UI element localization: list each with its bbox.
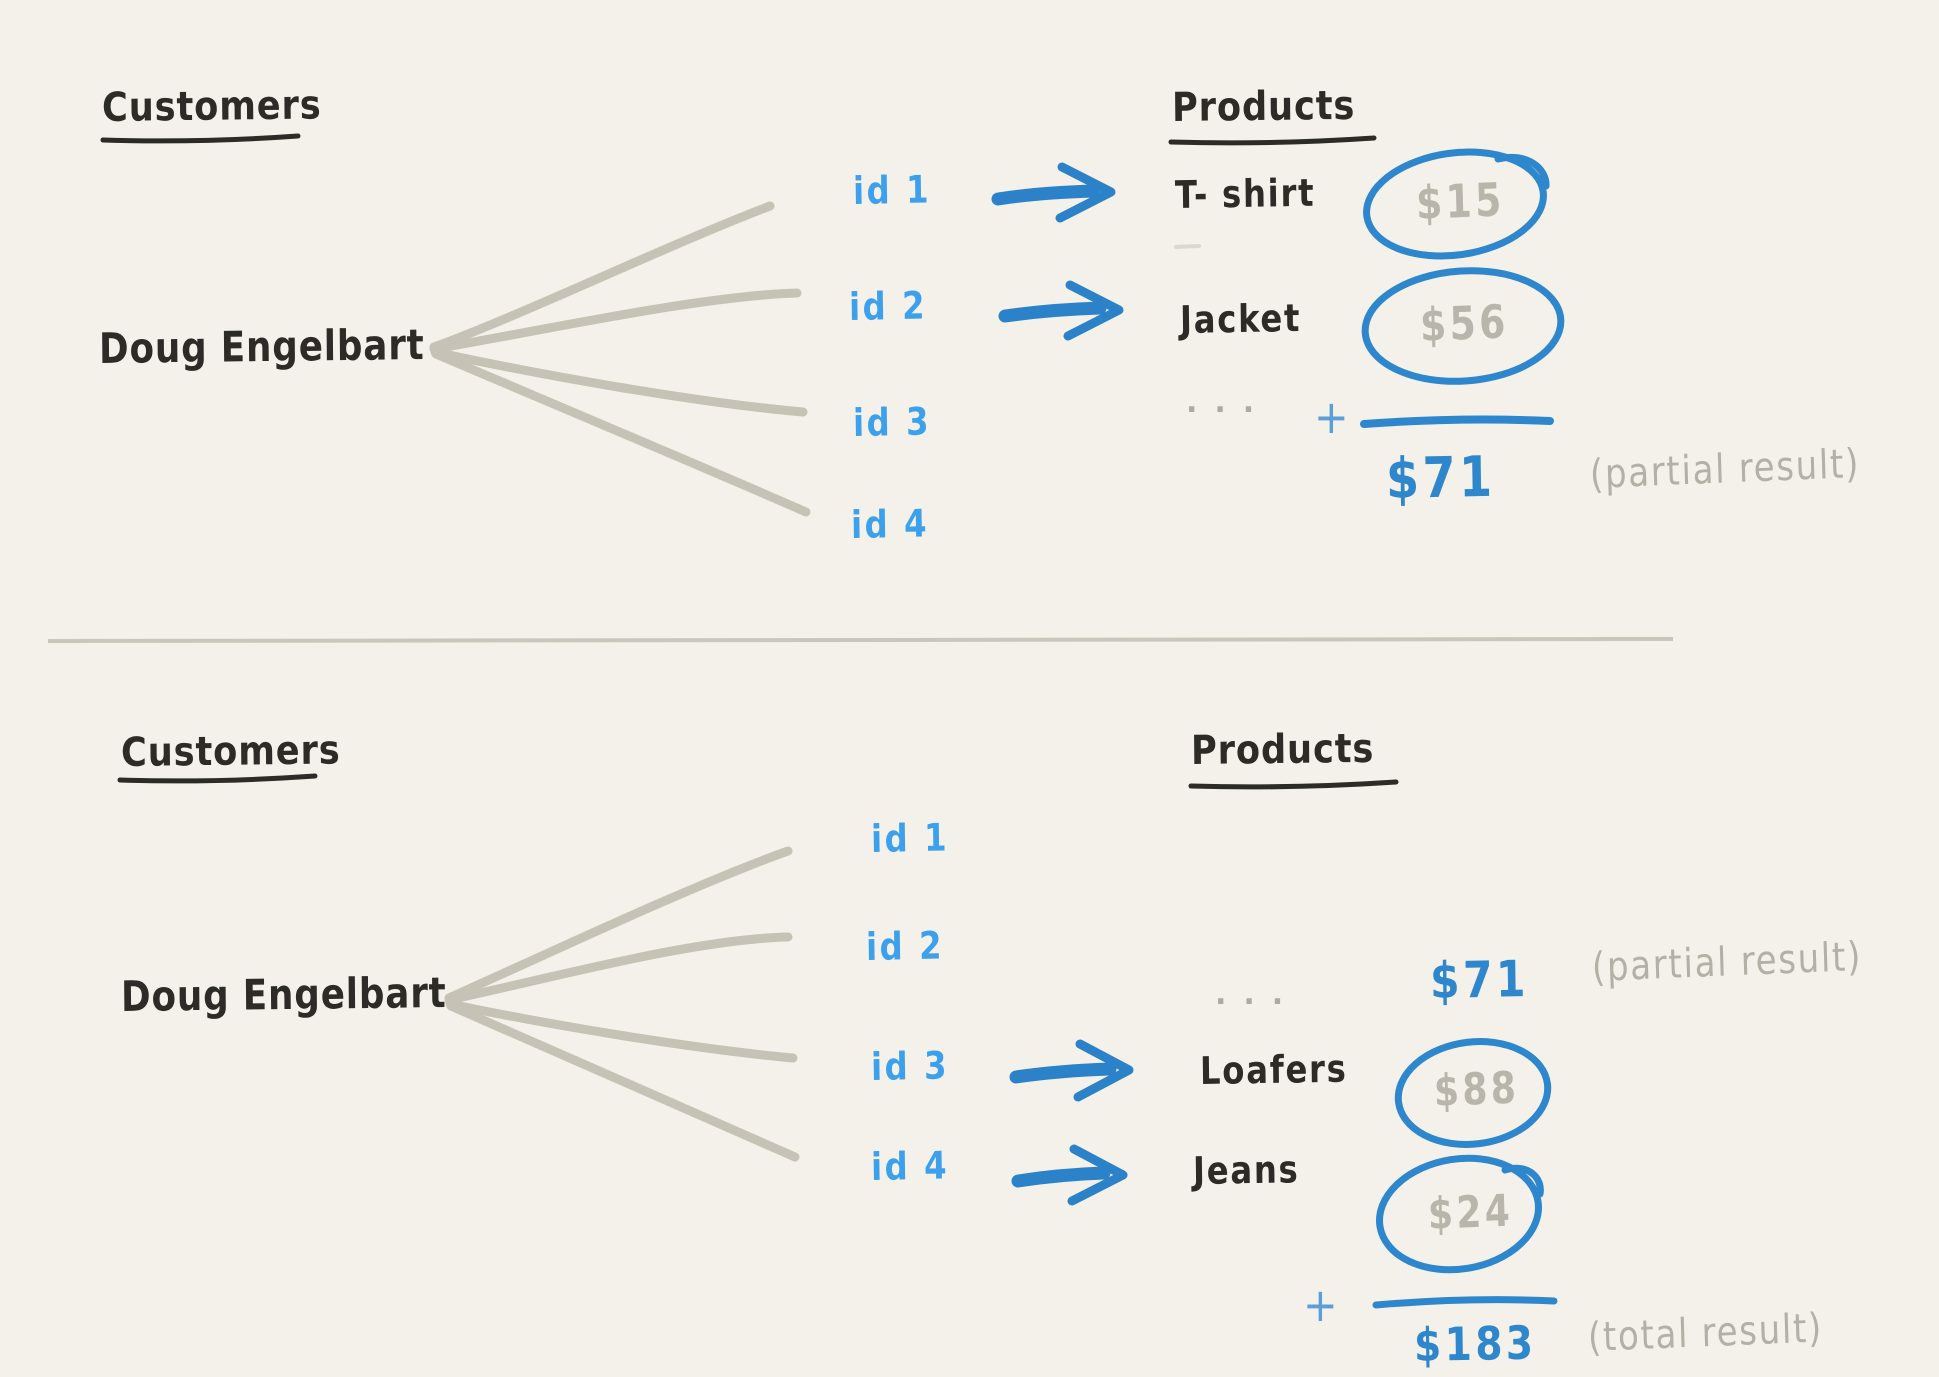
product-price: $15 [1415, 172, 1506, 230]
customer-id-3: id 3 [852, 399, 932, 445]
partial-sum-value: $71 [1385, 444, 1497, 512]
underline-products-bottom [1188, 779, 1399, 790]
underline-customers-bottom [117, 773, 318, 784]
fan-line [444, 932, 793, 1005]
customer-id-2: id 2 [865, 923, 945, 969]
fan-line [446, 1001, 800, 1162]
product-name: T- shirt [1174, 170, 1316, 217]
product-price: $88 [1433, 1062, 1520, 1117]
fan-line [429, 201, 775, 352]
partial-result-note: (partial result) [1589, 440, 1861, 498]
panel-divider [47, 637, 1674, 643]
underline-products-top [1168, 135, 1377, 146]
arrow-shaft-id3-loafers [1009, 1062, 1117, 1084]
ellipsis: ... [1215, 977, 1301, 1012]
customers-heading: Customers [101, 82, 322, 131]
fan-line [429, 288, 802, 354]
arrow-shaft-id4-jeans [1011, 1166, 1111, 1188]
product-name: Jacket [1179, 296, 1302, 342]
partial-result-note: (partial result) [1591, 933, 1863, 991]
arrow-head-icon [1055, 162, 1116, 223]
fan-lines-bottom [444, 846, 800, 1162]
fan-line [444, 846, 793, 1003]
customer-name: Doug Engelbart [120, 967, 447, 1021]
fan-line [430, 347, 808, 417]
plus-sign: + [1303, 1278, 1338, 1332]
ink-smudge [1174, 244, 1201, 249]
carried-partial-value: $71 [1429, 949, 1530, 1010]
products-heading: Products [1171, 82, 1356, 131]
sum-line-partial [1360, 415, 1554, 428]
mapping-arrows [991, 162, 1134, 1206]
customer-name: Doug Engelbart [98, 319, 425, 373]
product-name: Loafers [1199, 1046, 1348, 1093]
arrow-shaft-id1-tshirt [991, 184, 1101, 206]
customer-id-1: id 1 [852, 167, 932, 213]
customer-id-4: id 4 [870, 1143, 950, 1189]
product-price: $24 [1427, 1185, 1514, 1240]
sum-line-total [1372, 1296, 1558, 1309]
customers-heading: Customers [120, 727, 341, 776]
heading-underlines [100, 133, 1399, 790]
total-result-note: (total result) [1587, 1305, 1824, 1361]
ellipsis: ... [1186, 385, 1272, 420]
arrow-head-icon [1063, 280, 1124, 341]
customer-id-3: id 3 [870, 1043, 950, 1089]
total-sum-value: $183 [1413, 1315, 1537, 1372]
product-name: Jeans [1192, 1147, 1300, 1193]
fan-line [445, 999, 798, 1063]
arrow-shaft-id2-jacket [998, 301, 1107, 323]
fan-line [431, 349, 811, 517]
fan-lines-top [429, 201, 811, 517]
customer-id-2: id 2 [848, 283, 928, 329]
plus-sign: + [1314, 390, 1349, 444]
product-price: $56 [1419, 294, 1510, 352]
arrow-head-icon [1073, 1039, 1134, 1102]
sum-lines [1360, 415, 1558, 1309]
customer-id-4: id 4 [850, 501, 930, 547]
arrow-head-icon [1067, 1144, 1128, 1206]
customer-id-1: id 1 [870, 815, 950, 861]
products-heading: Products [1190, 725, 1375, 774]
circle-overlap-stroke [1494, 153, 1550, 190]
underline-customers-top [100, 133, 301, 144]
